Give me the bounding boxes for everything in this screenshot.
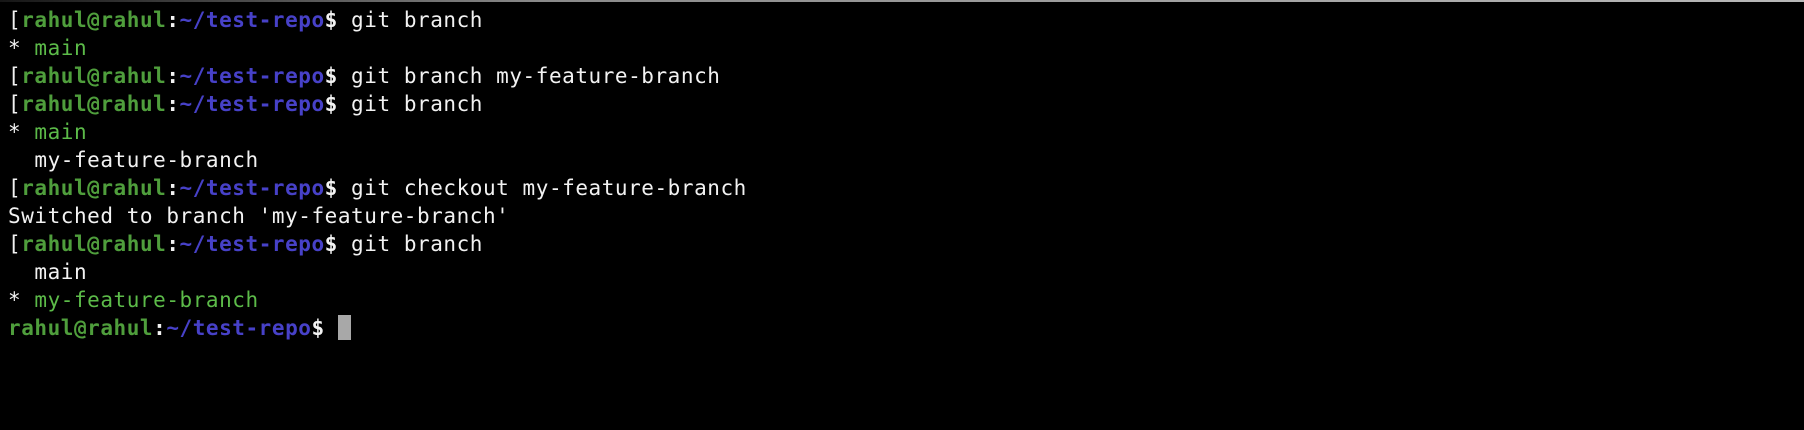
prompt-separator: : [166,64,180,88]
terminal-screen[interactable]: [rahul@rahul:~/test-repo$ git branch* ma… [0,4,1804,430]
current-branch-name: main [34,36,88,60]
terminal-line: [rahul@rahul:~/test-repo$ git branch [8,6,1796,34]
prompt-separator: : [166,92,180,116]
branch-marker: * [8,36,35,60]
prompt-user-host: rahul@rahul [21,64,167,88]
terminal-line: [rahul@rahul:~/test-repo$ git branch [8,230,1796,258]
terminal-line: my-feature-branch [8,146,1796,174]
prompt-user-host: rahul@rahul [21,92,167,116]
output-text: Switched to branch 'my-feature-branch' [8,204,510,228]
prompt-separator: : [166,8,180,32]
prompt-path: ~/test-repo [179,8,325,32]
prompt-user-host: rahul@rahul [8,316,154,340]
prompt-separator: : [166,232,180,256]
window-top-edge [0,0,1804,2]
terminal-line: * my-feature-branch [8,286,1796,314]
branch-name: my-feature-branch [8,148,259,172]
terminal-line: main [8,258,1796,286]
prompt-bracket: [ [8,92,22,116]
prompt-symbol: $ [324,64,338,88]
command-text: git branch [337,8,483,32]
terminal-line: [rahul@rahul:~/test-repo$ git branch [8,90,1796,118]
prompt-path: ~/test-repo [166,316,312,340]
prompt-symbol: $ [324,232,338,256]
prompt-symbol: $ [324,176,338,200]
prompt-user-host: rahul@rahul [21,8,167,32]
command-text: git branch [337,232,483,256]
terminal-line: * main [8,118,1796,146]
terminal-line: [rahul@rahul:~/test-repo$ git checkout m… [8,174,1796,202]
branch-marker: * [8,120,35,144]
terminal-line: [rahul@rahul:~/test-repo$ git branch my-… [8,62,1796,90]
terminal-line: rahul@rahul:~/test-repo$ [8,314,1796,342]
prompt-symbol: $ [324,92,338,116]
current-branch-name: my-feature-branch [34,288,259,312]
prompt-bracket: [ [8,232,22,256]
command-text: git checkout my-feature-branch [337,176,747,200]
terminal-line: * main [8,34,1796,62]
prompt-path: ~/test-repo [179,64,325,88]
branch-name: main [8,260,88,284]
current-branch-name: main [34,120,88,144]
command-text: git branch my-feature-branch [337,64,721,88]
prompt-symbol: $ [311,316,338,340]
terminal-line: Switched to branch 'my-feature-branch' [8,202,1796,230]
prompt-user-host: rahul@rahul [21,176,167,200]
terminal-cursor [337,314,351,340]
prompt-separator: : [153,316,167,340]
prompt-user-host: rahul@rahul [21,232,167,256]
prompt-path: ~/test-repo [179,176,325,200]
branch-marker: * [8,288,35,312]
prompt-bracket: [ [8,64,22,88]
prompt-path: ~/test-repo [179,232,325,256]
prompt-path: ~/test-repo [179,92,325,116]
prompt-symbol: $ [324,8,338,32]
prompt-bracket: [ [8,176,22,200]
command-text: git branch [337,92,483,116]
prompt-bracket: [ [8,8,22,32]
prompt-separator: : [166,176,180,200]
